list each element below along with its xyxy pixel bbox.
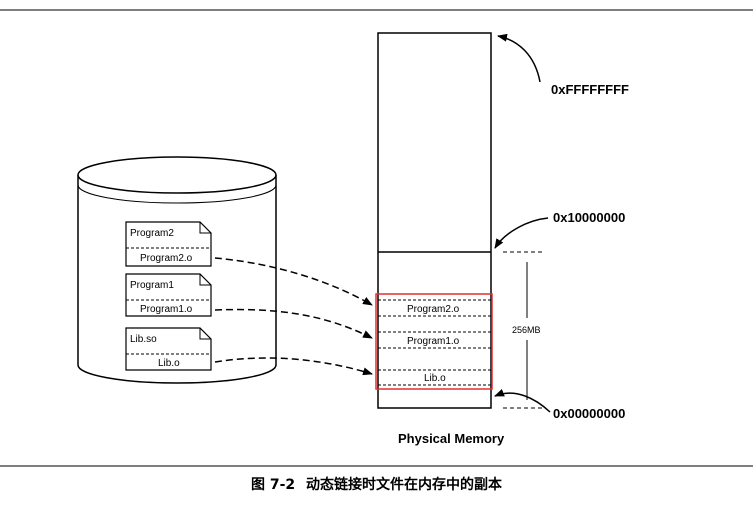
file-program2-name: Program2 [130, 228, 174, 239]
file-program1: Program1 Program1.o [125, 273, 212, 317]
file-program1-name: Program1 [130, 280, 174, 291]
file-program2: Program2 Program2.o [125, 221, 212, 267]
size-indicator: 256MB [503, 251, 545, 409]
loaded-region-highlight [375, 293, 493, 390]
pointer-mid [494, 217, 549, 249]
figure-title: 动态链接时文件在内存中的副本 [306, 477, 503, 493]
memory-section-program2: Program2.o [407, 304, 460, 315]
address-mid: 0x10000000 [553, 210, 625, 225]
pointer-top [497, 33, 541, 83]
memory-section-program1: Program1.o [407, 336, 460, 347]
figure-caption: 图 7-2 动态链接时文件在内存中的副本 [0, 474, 753, 494]
memory-label: Physical Memory [398, 431, 505, 446]
physical-memory: Program2.o Program1.o Lib.o [375, 32, 493, 409]
pointer-bottom [494, 388, 551, 413]
map-arrow-lib [214, 357, 373, 376]
file-libso-name: Lib.so [130, 334, 157, 345]
address-top: 0xFFFFFFFF [551, 82, 629, 97]
file-program1-object: Program1.o [140, 304, 193, 315]
size-label: 256MB [512, 325, 541, 335]
figure-number: 图 7-2 [250, 477, 296, 493]
map-arrow-program1 [214, 308, 373, 339]
address-bottom: 0x00000000 [553, 406, 625, 421]
file-program2-object: Program2.o [140, 253, 193, 264]
file-libso: Lib.so Lib.o [125, 327, 212, 371]
memory-section-lib: Lib.o [424, 373, 446, 384]
file-libso-object: Lib.o [158, 358, 180, 369]
map-arrow-program2 [214, 257, 373, 306]
